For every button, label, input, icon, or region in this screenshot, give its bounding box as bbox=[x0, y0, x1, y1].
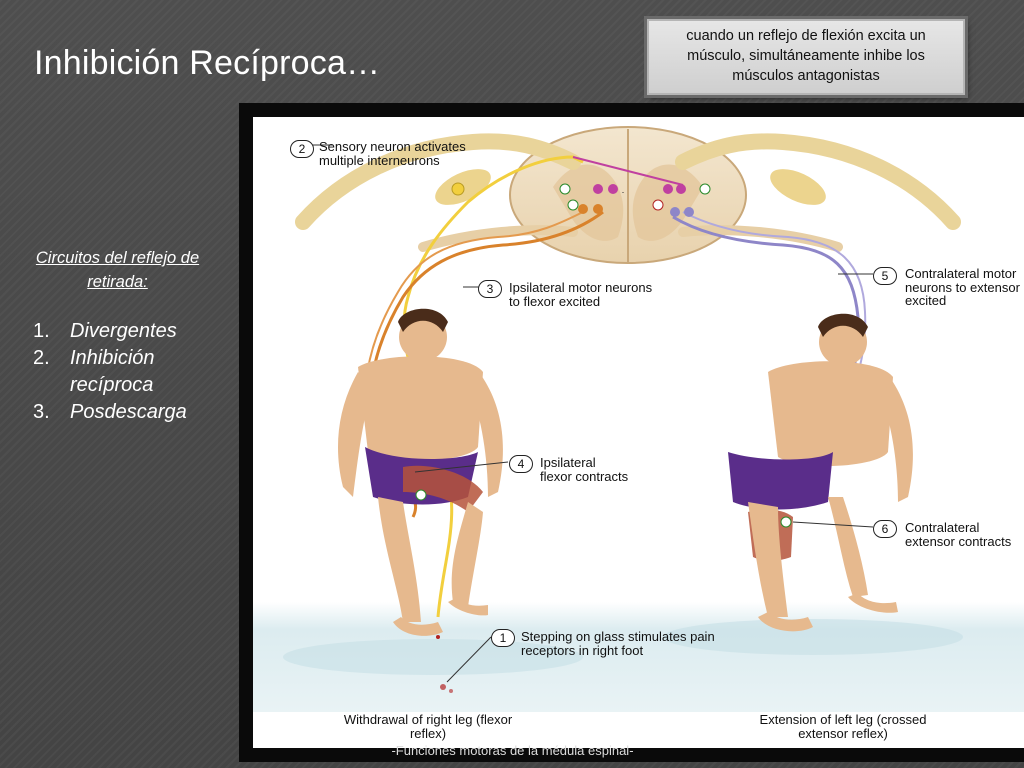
caption-right: Extension of left leg (crossed extensor … bbox=[759, 712, 927, 741]
step-number: 6 bbox=[873, 520, 897, 538]
step-label: Ipsilateral flexor contracts bbox=[540, 455, 629, 484]
reflex-circuit-list: 1. Divergentes 2. Inhibición recíproca 3. P… bbox=[33, 318, 213, 426]
list-item: 2. Inhibición recíproca bbox=[33, 345, 213, 399]
slide-title: Inhibición Recíproca… bbox=[34, 44, 381, 82]
reflex-illustration bbox=[253, 126, 1024, 712]
left-flexed-thigh bbox=[403, 465, 483, 512]
dorsal-root-left bbox=[295, 133, 581, 230]
floor-shadow-left bbox=[283, 639, 583, 675]
list-number: 2. bbox=[33, 347, 50, 369]
motor-cell-body-right bbox=[670, 207, 680, 217]
list-text: Inhibición recíproca bbox=[70, 347, 155, 396]
floor-shadow-right bbox=[663, 619, 963, 655]
dorsal-root-right bbox=[675, 133, 961, 230]
sign-markers bbox=[415, 183, 792, 528]
step-number: 5 bbox=[873, 267, 897, 285]
step-number: 3 bbox=[478, 280, 502, 298]
glass-blood-drops bbox=[436, 635, 440, 639]
side-heading: Circuitos del reflejo de retirada: bbox=[35, 249, 200, 291]
step-label: Contralateral extensor contracts bbox=[905, 520, 1012, 549]
list-number: 3. bbox=[33, 401, 50, 423]
left-person-figure bbox=[338, 308, 503, 693]
step-label: Sensory neuron activates multiple intern… bbox=[319, 139, 466, 168]
ganglion-right bbox=[770, 169, 826, 205]
step-number: 4 bbox=[509, 455, 533, 473]
callout-box: cuando un reflejo de flexión excita un m… bbox=[647, 19, 965, 95]
right-shorts bbox=[728, 452, 833, 510]
list-item: 1. Divergentes bbox=[33, 318, 213, 345]
caption-left: Withdrawal of right leg (flexor reflex) bbox=[343, 712, 513, 741]
list-text: Posdescarga bbox=[70, 401, 187, 423]
list-text: Divergentes bbox=[70, 320, 177, 342]
step-label: Stepping on glass stimulates pain recept… bbox=[521, 629, 715, 658]
step-label: Contralateral motor neurons to extensor … bbox=[905, 266, 1020, 308]
list-item: 3. Posdescarga bbox=[33, 399, 213, 426]
list-number: 1. bbox=[33, 320, 50, 342]
step-number: 2 bbox=[290, 140, 314, 158]
step-number: 1 bbox=[491, 629, 515, 647]
interneurons bbox=[572, 156, 694, 217]
slide-footer: -Funciones motoras de la médula espinal- bbox=[391, 743, 634, 758]
ventral-root-left bbox=[418, 225, 578, 252]
motor-cell-body-left bbox=[578, 204, 588, 214]
right-person-figure bbox=[728, 313, 913, 632]
sensory-neuron-path bbox=[402, 155, 584, 618]
sensory-cell-body bbox=[451, 182, 465, 196]
step-label: Ipsilateral motor neurons to flexor exci… bbox=[509, 280, 653, 309]
reflex-figure: 2 Sensory neuron activates multiple inte… bbox=[253, 117, 1024, 748]
